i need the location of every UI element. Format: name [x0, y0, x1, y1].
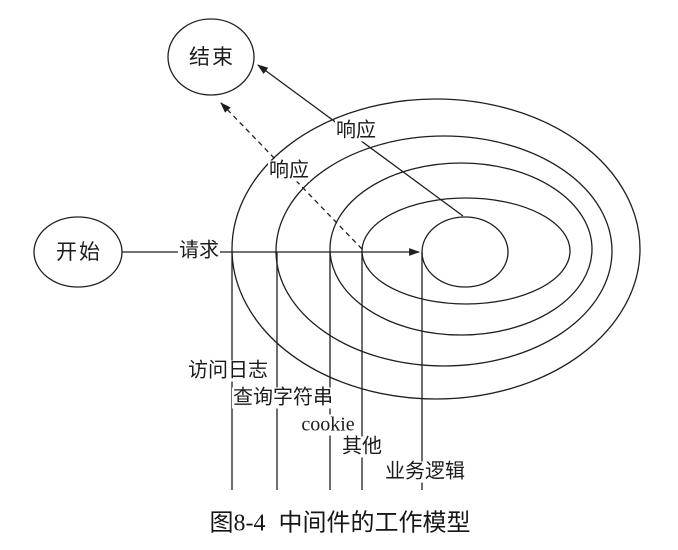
figure-caption: 图8-4 中间件的工作模型	[210, 503, 471, 538]
layer-label-other: 其他	[341, 435, 383, 458]
response-label-solid: 响应	[335, 119, 377, 142]
layer-label-business-logic: 业务逻辑	[384, 460, 466, 483]
layer-ellipse-access-log	[231, 98, 641, 400]
layer-ellipse-other	[361, 197, 571, 305]
layer-ellipse-query-string	[275, 135, 613, 367]
layer-ellipse-business-logic	[421, 216, 509, 288]
request-label: 请求	[178, 239, 220, 262]
start-node-label: 开始	[56, 239, 102, 264]
layer-label-cookie: cookie	[300, 413, 356, 436]
figure-caption-number: 图8-4	[209, 510, 266, 537]
layer-label-access-log: 访问日志	[187, 359, 269, 382]
layer-ellipse-cookie	[329, 162, 593, 336]
layer-label-query-string: 查询字符串	[232, 386, 334, 409]
response-label-dashed: 响应	[268, 159, 310, 182]
figure-caption-title: 中间件的工作模型	[278, 510, 471, 537]
end-node-ellipse	[167, 18, 255, 96]
end-node-label: 结束	[189, 44, 235, 69]
